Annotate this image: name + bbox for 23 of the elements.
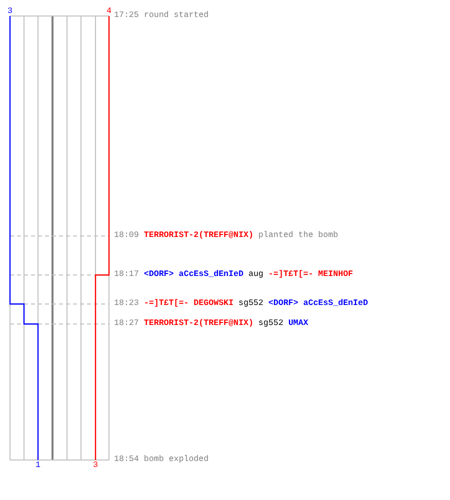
event-time: 18:54 [114,455,139,464]
player-count: 3 [93,460,98,470]
player-name: TERRORIST-2(TREFF@NIX) [144,231,254,240]
player-name: UMAX [288,319,308,328]
weapon-name: sg552 [258,319,284,328]
event-time: 18:17 [114,270,139,279]
player-name: -=]T£T[=- DEGOWSKI [144,299,234,308]
event-time: 18:09 [114,231,139,240]
player-count: 4 [106,6,112,16]
player-count: 1 [36,460,40,470]
player-name: <DORF> aCcEsS_dEnIeD [144,270,244,279]
event-text: round started [144,11,209,20]
event-time: 18:27 [114,319,139,328]
event-time: 17:25 [114,11,139,20]
player-count: 3 [8,6,12,16]
player-name: TERRORIST-2(TREFF@NIX) [144,319,254,328]
player-name: <DORF> aCcEsS_dEnIeD [268,299,368,308]
weapon-name: aug [248,270,264,279]
event-time: 18:23 [114,299,139,308]
event-text: bomb exploded [144,455,209,464]
player-name: -=]T£T[=- MEINHOF [268,270,354,279]
weapon-name: sg552 [238,299,264,308]
event-text: planted the bomb [258,231,338,240]
